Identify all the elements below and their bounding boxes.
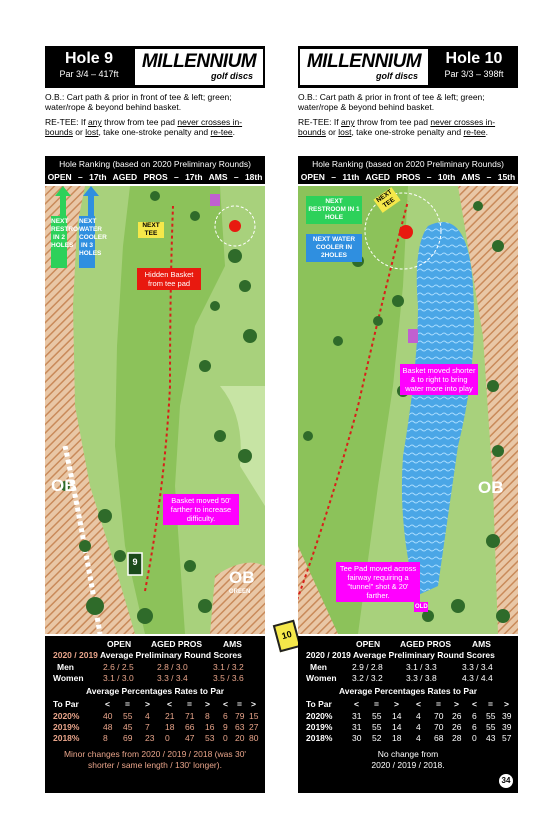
pct-title: Average Percentages Rates to Par [338, 686, 478, 696]
hole-par: Par 3/4 – 417ft [59, 69, 119, 79]
tee-10-marker: 10 [272, 619, 302, 653]
basket-moved-note: Basket moved 50' farther to increase dif… [163, 494, 239, 525]
hole-9-map-graphic [45, 186, 265, 634]
tee-moved-note: Tee Pad moved across fairway requiring a… [336, 562, 420, 602]
next-restroom-sign: NEXT RESTROOM IN 1 HOLE [306, 196, 362, 224]
hole-title: Hole 9 [64, 50, 113, 67]
hole-9-map: NEXT RESTROOM IN 2 HOLES NEXT WATER COOL… [45, 186, 265, 634]
stats-footer-line-2: 2020 / 2019 / 2018. [371, 760, 445, 770]
hole-9-title-box: Hole 9 Par 3/4 – 417ft [45, 46, 133, 88]
ob-green-sub: GREEN [229, 589, 251, 595]
hole-par: Par 3/3 – 398ft [444, 69, 504, 79]
millennium-logo: MILLENNIUM golf discs [300, 49, 428, 85]
next-tee-sign: NEXT TEE [138, 222, 164, 238]
hole-title: Hole 10 [445, 50, 503, 67]
hole-10-header: MILLENNIUM golf discs Hole 10 Par 3/3 – … [298, 46, 518, 88]
ob-rules: O.B.: Cart path & prior in front of tee … [298, 92, 485, 112]
ob-green-label: OB [229, 568, 255, 587]
hole-10-map: NEXT RESTROOM IN 1 HOLE NEXT WATER COOLE… [298, 186, 518, 634]
ob-rules: O.B.: Cart path & prior in front of tee … [45, 92, 232, 112]
ob-right-label: OB [478, 478, 504, 497]
old-tee-marker: OLD [414, 602, 428, 612]
basket-moved-note: Basket moved shorter & to right to bring… [400, 364, 478, 395]
stats-footer-line-2: shorter / same length / 130' longer). [88, 760, 222, 770]
hole-ranking: Hole Ranking (based on 2020 Preliminary … [298, 156, 518, 184]
page-number: 34 [499, 774, 513, 788]
ob-left-label: OB [51, 476, 77, 495]
retee-rules: RE-TEE: If any throw from tee pad never … [45, 117, 243, 137]
hidden-basket-note: Hidden Basket from tee pad [137, 268, 201, 290]
avg-scores-title: 2020 / 2019 Average Preliminary Round Sc… [53, 650, 242, 660]
next-water-cooler-sign: NEXT WATER COOLER IN 2HOLES [306, 234, 362, 262]
hole-ranking: Hole Ranking (based on 2020 Preliminary … [45, 156, 265, 184]
hole-10-stats: OPEN AGED PROS AMS 2020 / 2019 Average P… [298, 636, 518, 793]
next-water-cooler-sign: NEXT WATER COOLER IN 3 HOLES [79, 216, 107, 268]
hole-9-header: Hole 9 Par 3/4 – 417ft MILLENNIUM golf d… [45, 46, 265, 88]
avg-scores-title: 2020 / 2019 Average Preliminary Round Sc… [306, 650, 495, 660]
tee-9-marker: 9 [132, 557, 138, 567]
hole-10-title-box: Hole 10 Par 3/3 – 398ft [430, 46, 518, 88]
stats-footer-line-1: No change from [377, 749, 439, 759]
pct-title: Average Percentages Rates to Par [85, 686, 225, 696]
next-restroom-sign: NEXT RESTROOM IN 2 HOLES [51, 216, 89, 268]
retee-rules: RE-TEE: If any throw from tee pad never … [298, 117, 496, 137]
stats-footer-line-1: Minor changes from 2020 / 2019 / 2018 (w… [63, 749, 247, 759]
hole-9-stats: OPEN AGED PROS AMS 2020 / 2019 Average P… [45, 636, 265, 793]
millennium-logo: MILLENNIUM golf discs [135, 49, 263, 85]
